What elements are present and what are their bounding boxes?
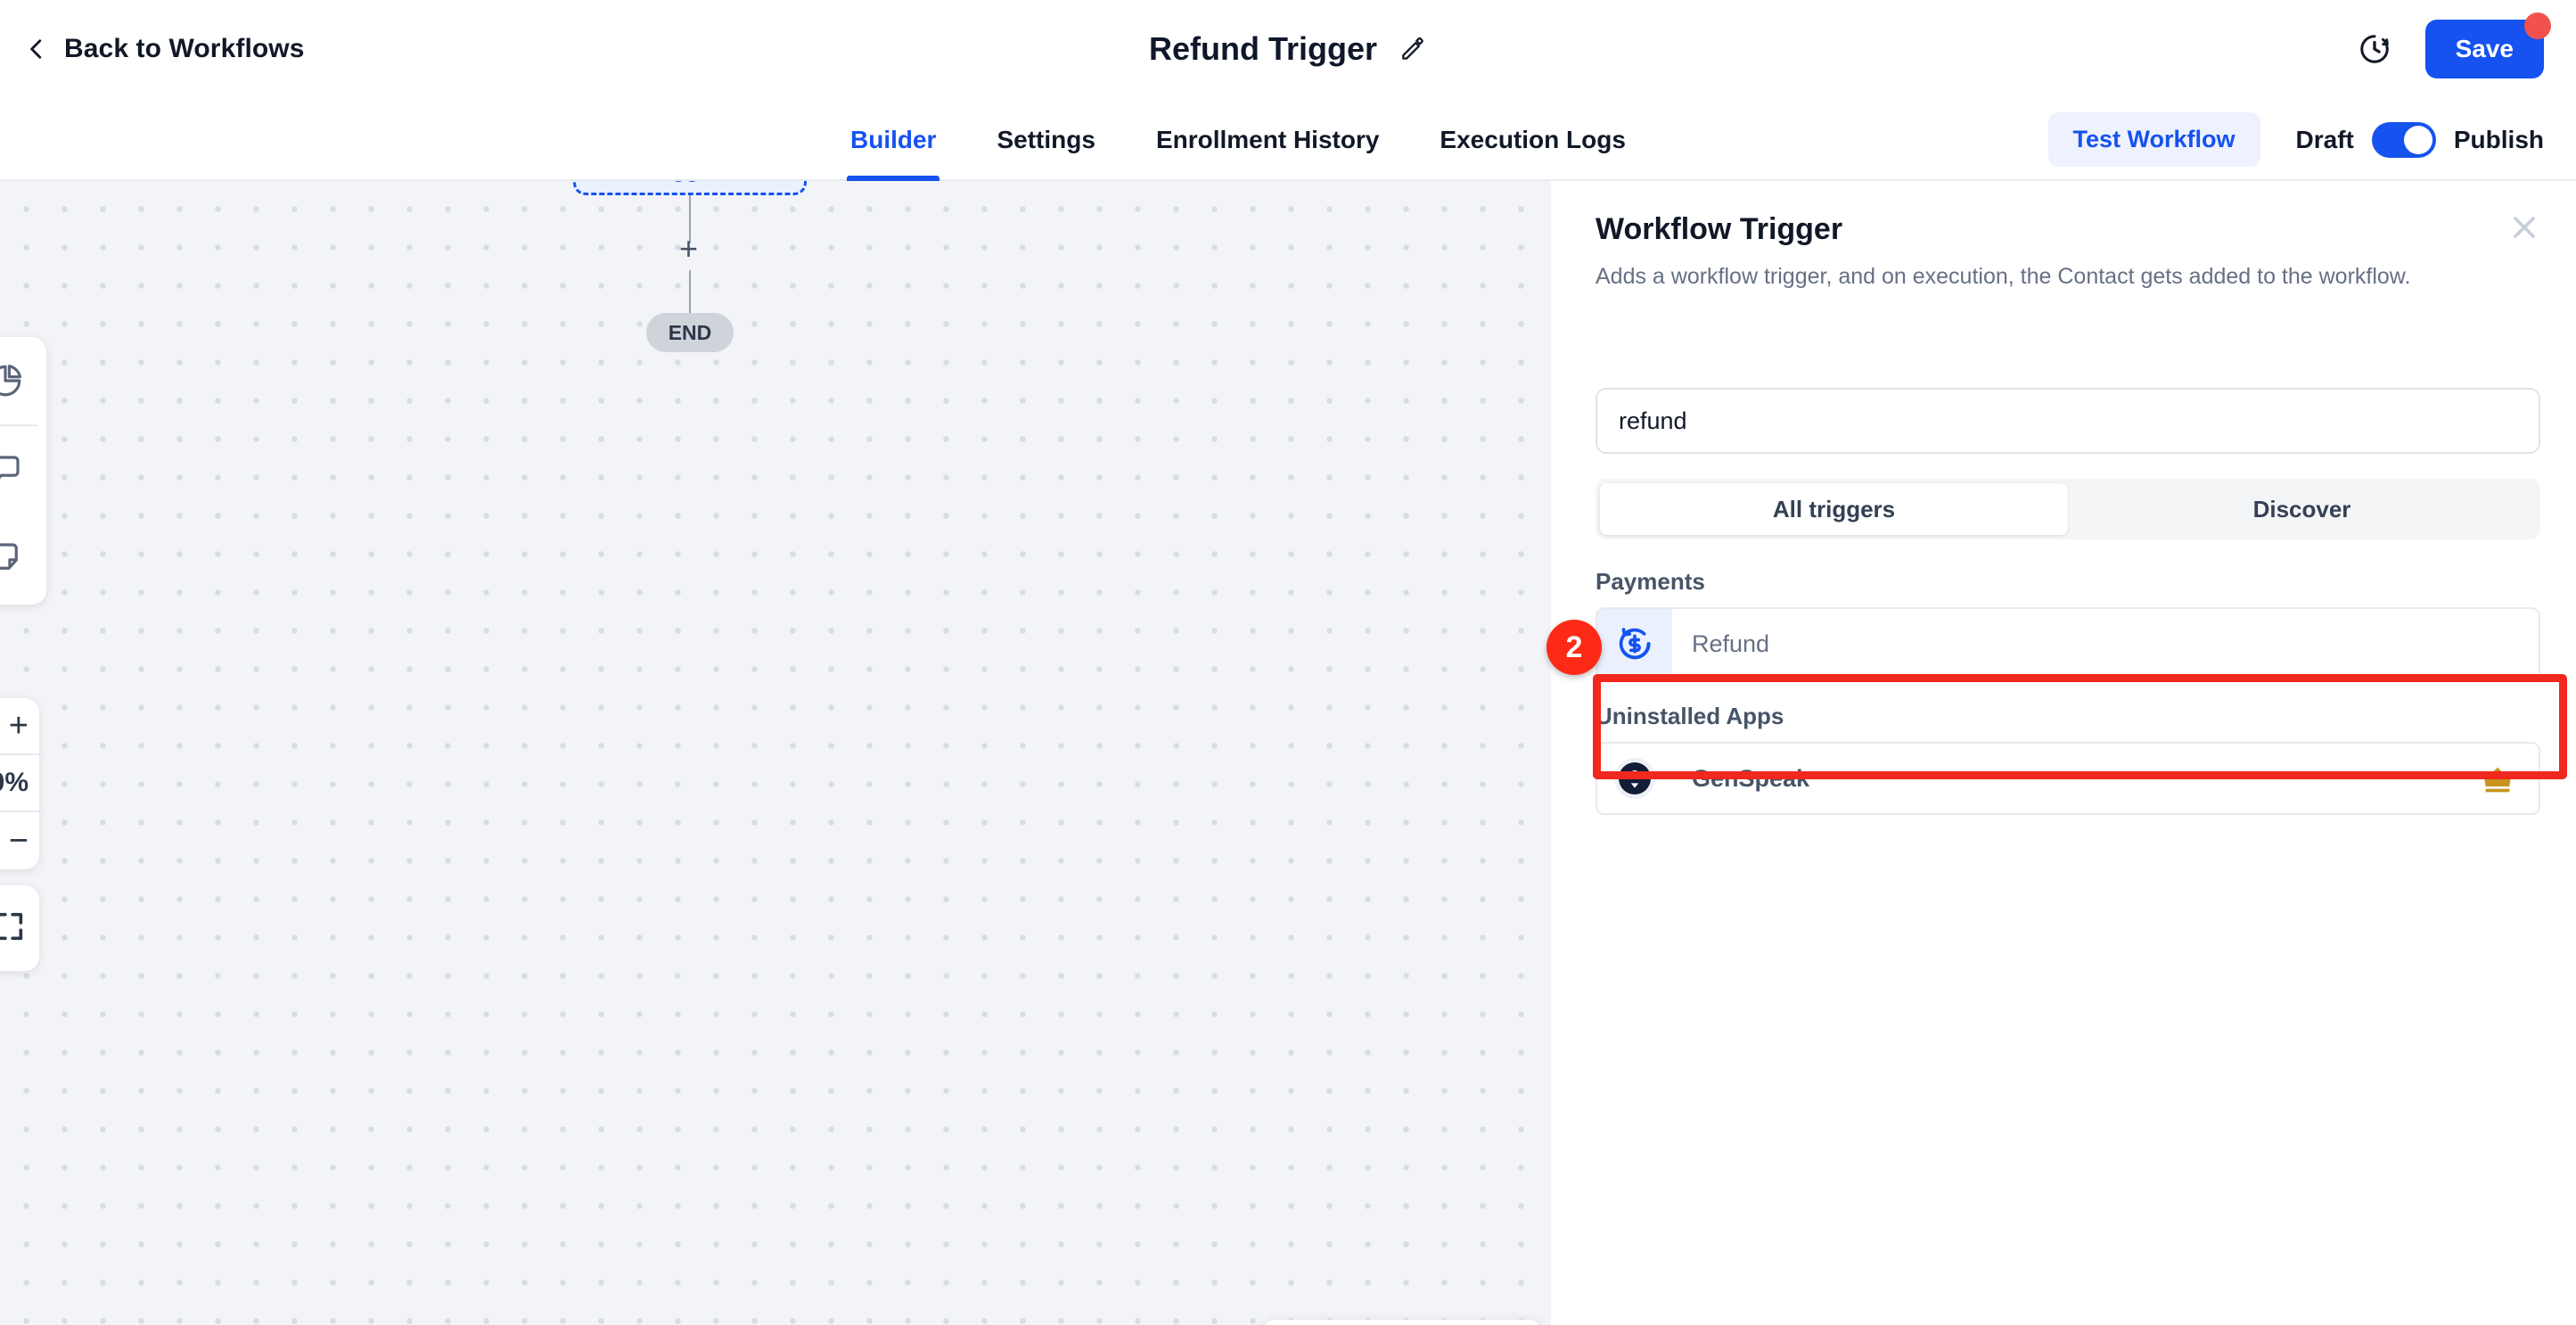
top-bar: Back to Workflows Refund Trigger Save [0,0,2576,98]
pencil-icon[interactable] [1399,35,1427,63]
top-bar-actions: Save [2358,0,2551,98]
save-button[interactable]: Save [2424,20,2544,78]
end-node: END [646,313,734,352]
panel-header: Workflow Trigger Adds a workflow trigger… [1596,212,2540,293]
tab-execution-logs[interactable]: Execution Logs [1440,125,1626,153]
unsaved-changes-dot [2524,12,2551,39]
zoom-level-label: 100% [0,768,29,797]
comment-bubble-icon[interactable] [0,426,46,514]
genspeak-app-label: GenSpeak [1692,764,1810,792]
publish-label: Publish [2453,125,2544,153]
workflow-title-group: Refund Trigger [1149,0,1427,98]
workflow-canvas[interactable]: + Add New Trigger 1 + END + 100% [0,181,1551,1325]
add-new-trigger-node[interactable]: + Add New Trigger [573,181,807,195]
genspeak-logo-icon [1597,744,1672,813]
back-to-workflows-button[interactable]: Back to Workflows [25,0,305,98]
search-input[interactable] [1596,388,2540,454]
panel-title: Workflow Trigger [1596,212,1843,246]
genspeak-app-row[interactable]: GenSpeak [1596,742,2540,815]
draft-label: Draft [2295,125,2354,153]
refund-trigger-label: Refund [1692,630,1770,657]
draft-publish-toggle-group: Draft Publish [2295,121,2544,158]
close-icon[interactable] [2506,210,2542,245]
segment-all-triggers[interactable]: All triggers [1600,483,2068,535]
zoom-out-button[interactable]: − [0,812,39,869]
back-to-workflows-label: Back to Workflows [64,34,305,63]
page-title: Refund Trigger [1148,30,1378,67]
crown-icon [2480,763,2515,794]
tab-bar: Builder Settings Enrollment History Exec… [0,98,2576,181]
toggle-knob [2403,125,2432,154]
refund-trigger-row[interactable]: Refund [1596,607,2540,680]
canvas-tool-rail [0,337,46,605]
test-workflow-button[interactable]: Test Workflow [2047,112,2260,167]
plus-icon: + [8,707,29,745]
workflow-trigger-panel: Workflow Trigger Adds a workflow trigger… [1551,181,2576,1325]
save-button-wrapper: Save [2424,12,2551,78]
tab-settings[interactable]: Settings [997,125,1095,153]
tab-enrollment-history[interactable]: Enrollment History [1155,125,1380,153]
annotation-badge-2: 2 [1546,620,1602,675]
add-new-trigger-label: Add New Trigger [644,181,804,184]
tab-list: Builder Settings Enrollment History Exec… [820,98,1656,181]
expand-arrows-icon[interactable] [0,909,27,949]
zoom-level-display[interactable]: 100% [0,755,39,812]
rail-divider [0,424,37,426]
fit-view-control [0,885,39,971]
edge-add-step-button[interactable]: + [679,230,699,267]
note-icon[interactable] [0,514,46,601]
trigger-source-segmented-control: All triggers Discover [1596,479,2540,539]
pie-chart-icon[interactable] [0,337,46,424]
publish-toggle[interactable] [2371,121,2436,158]
clock-history-icon[interactable] [2358,32,2391,66]
segment-discover[interactable]: Discover [2252,495,2351,523]
add-new-trigger-node-wrap: + Add New Trigger [573,181,807,195]
minus-icon: − [8,822,29,860]
tab-bar-actions: Test Workflow Draft Publish [2047,98,2544,181]
section-title-uninstalled-apps: Uninstalled Apps [1596,703,1784,729]
chevron-left-icon [25,37,48,61]
edge-segment-top [689,195,691,243]
panel-description: Adds a workflow trigger, and on executio… [1596,264,2411,289]
canvas-minimap[interactable] [1264,1320,1540,1325]
refund-dollar-icon [1597,609,1672,679]
tab-builder[interactable]: Builder [820,98,966,181]
edge-segment-bottom [689,270,691,324]
section-title-payments: Payments [1596,568,1705,595]
zoom-in-button[interactable]: + [0,698,39,755]
zoom-controls: + 100% − [0,698,39,869]
